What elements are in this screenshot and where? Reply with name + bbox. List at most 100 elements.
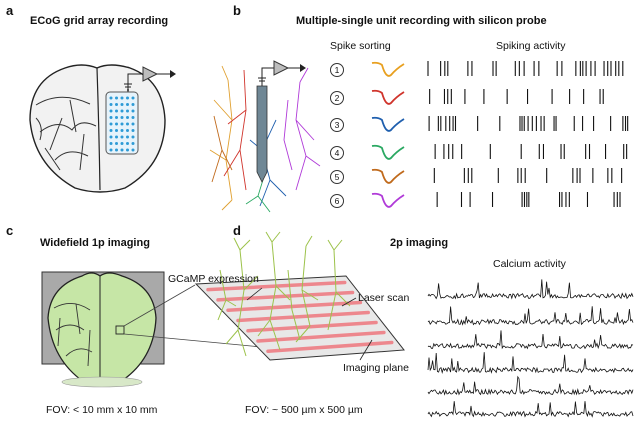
twophoton-fov-caption: FOV: ~ 500 µm x 500 µm	[245, 404, 363, 416]
ecog-electrode	[120, 116, 124, 119]
calcium-trace	[427, 352, 634, 375]
ecog-electrode	[115, 109, 118, 113]
ecog-electrode	[115, 96, 118, 100]
calcium-trace	[427, 330, 634, 350]
raster-row	[433, 168, 623, 183]
calcium-trace	[427, 375, 634, 396]
ecog-electrode	[131, 129, 135, 132]
ecog-electrode	[126, 116, 129, 119]
ecog-electrode	[131, 122, 135, 126]
ecog-electrode	[126, 103, 129, 106]
ecog-electrode	[109, 96, 113, 100]
ecog-electrode	[131, 109, 135, 113]
spike-waveforms	[371, 61, 405, 208]
calcium-activity-label: Calcium activity	[493, 258, 566, 270]
imaging-plane-label: Imaging plane	[343, 362, 409, 374]
scan-line	[246, 320, 378, 333]
ecog-electrode	[120, 96, 124, 100]
calcium-trace	[427, 279, 634, 300]
ecog-electrode	[126, 142, 129, 145]
scan-line	[216, 290, 355, 302]
panel-letter-c: c	[6, 223, 14, 238]
ecog-electrode	[131, 142, 135, 145]
ecog-electrode	[115, 129, 118, 132]
spike-waveform	[371, 168, 405, 184]
ecog-electrode	[120, 135, 124, 139]
panel-b-title: Multiple-single unit recording with sili…	[296, 15, 547, 27]
ecog-electrode	[115, 135, 118, 139]
ecog-electrode	[109, 148, 113, 152]
spiking-activity-label: Spiking activity	[496, 40, 566, 52]
laser-scan-label: Laser scan	[358, 292, 410, 304]
spike-waveform	[371, 116, 405, 132]
calcium-trace	[427, 401, 634, 418]
spike-waveform	[371, 144, 405, 160]
ecog-electrode	[109, 103, 113, 106]
ecog-electrode	[131, 116, 135, 119]
ecog-electrode	[120, 103, 124, 106]
laser-scan-lines	[206, 280, 394, 354]
ecog-electrode	[109, 129, 113, 132]
widefield-fov-caption: FOV: < 10 mm x 10 mm	[46, 404, 158, 416]
ecog-electrode	[109, 122, 113, 126]
ecog-electrode	[109, 116, 113, 119]
raster-row	[434, 144, 628, 159]
scan-line	[256, 330, 386, 343]
spike-waveform	[371, 61, 405, 77]
calcium-trace	[427, 306, 634, 326]
ecog-electrode	[109, 135, 113, 139]
scan-line	[236, 310, 370, 323]
ecog-electrode	[115, 148, 118, 152]
raster-row	[436, 192, 621, 207]
spike-sorting-label: Spike sorting	[330, 40, 391, 52]
ecog-electrode	[120, 122, 124, 126]
widefield-illustration	[41, 271, 273, 388]
ecog-electrode	[115, 116, 118, 119]
spike-waveform	[371, 89, 405, 105]
panel-letter-d: d	[233, 223, 241, 238]
ecog-electrode	[115, 103, 118, 106]
unit-number-3: 3	[330, 118, 344, 132]
scan-line	[226, 300, 363, 312]
ecog-electrode	[131, 135, 135, 139]
ecog-electrode	[115, 142, 118, 145]
ecog-electrode	[126, 109, 129, 113]
raster-row	[427, 61, 624, 76]
raster-row	[429, 89, 604, 104]
ecog-electrode-grid	[109, 96, 135, 152]
ecog-electrode	[126, 148, 129, 152]
panel-a-title: ECoG grid array recording	[30, 15, 169, 27]
unit-number-5: 5	[330, 170, 344, 184]
scan-line	[266, 340, 394, 354]
ecog-electrode	[126, 96, 129, 100]
ecog-electrode	[126, 129, 129, 132]
ecog-electrode	[120, 109, 124, 113]
ecog-electrode	[126, 122, 129, 126]
ecog-electrode	[109, 142, 113, 145]
unit-number-6: 6	[330, 194, 344, 208]
ecog-brain-illustration	[29, 64, 176, 193]
unit-number-1: 1	[330, 63, 344, 77]
raster-row	[428, 116, 629, 131]
panel-c-title: Widefield 1p imaging	[40, 237, 150, 249]
ecog-electrode	[115, 122, 118, 126]
probe-neurons-illustration	[209, 60, 321, 213]
ecog-electrode	[120, 129, 124, 132]
unit-number-2: 2	[330, 91, 344, 105]
ecog-electrode	[131, 103, 135, 106]
unit-number-4: 4	[330, 146, 344, 160]
ecog-electrode	[126, 135, 129, 139]
ecog-electrode	[109, 109, 113, 113]
calcium-traces	[427, 279, 634, 418]
panel-letter-b: b	[233, 3, 241, 18]
ecog-electrode	[120, 148, 124, 152]
gcamp-expression-label: GCaMP expression	[168, 273, 259, 285]
panel-letter-a: a	[6, 3, 14, 18]
ecog-electrode	[131, 96, 135, 100]
panel-d-title: 2p imaging	[390, 237, 449, 249]
ecog-electrode	[131, 148, 135, 152]
spike-raster	[427, 61, 629, 207]
ecog-electrode	[120, 142, 124, 145]
imaging-plane-illustration	[194, 231, 405, 361]
